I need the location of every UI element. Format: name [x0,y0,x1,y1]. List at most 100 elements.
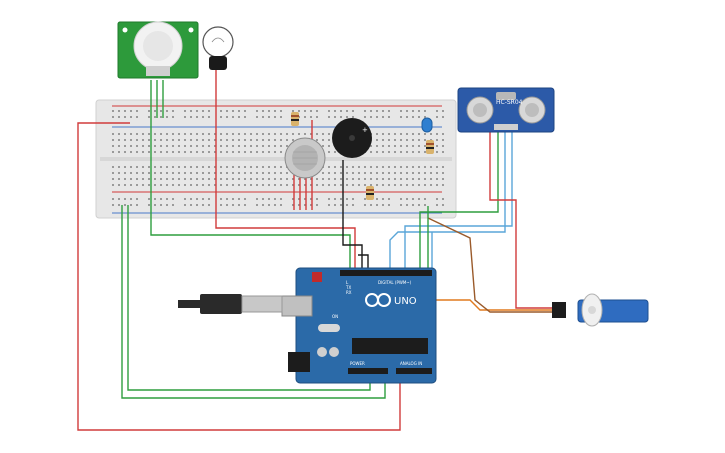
arduino-uno[interactable]: UNO DIGITAL (PWM~) POWER ANALOG IN TX RX… [281,267,437,384]
breadboard-hole [346,198,348,200]
led-icon[interactable] [421,117,433,133]
wire-red-ultra [489,130,560,309]
breadboard-hole [400,172,402,174]
breadboard-hole [340,178,342,180]
breadboard-hole [250,133,252,135]
resistor [291,112,299,126]
reset-button[interactable] [312,272,322,282]
breadboard-hole [274,178,276,180]
breadboard-hole [358,184,360,186]
breadboard-hole [166,178,168,180]
breadboard-hole [208,133,210,135]
breadboard-hole [172,198,174,200]
breadboard-hole [148,204,150,206]
breadboard-hole [340,204,342,206]
power-header-label: POWER [350,361,365,366]
breadboard-hole [424,133,426,135]
wire-red-power-loop [77,122,401,431]
buzzer-icon[interactable]: + [332,118,372,158]
breadboard-hole [346,184,348,186]
breadboard-hole [130,166,132,168]
breadboard-hole [238,172,240,174]
breadboard-hole [262,145,264,147]
breadboard-hole [142,133,144,135]
breadboard-hole [412,204,414,206]
breadboard-hole [160,116,162,118]
breadboard-hole [250,145,252,147]
wire-black-buzzer [342,160,363,272]
breadboard-hole [316,198,318,200]
breadboard-hole [148,116,150,118]
arduino-model-label: UNO [394,296,417,307]
breadboard-hole [400,151,402,153]
breadboard-hole [166,133,168,135]
breadboard-hole [202,198,204,200]
breadboard-hole [220,116,222,118]
breadboard-hole [148,145,150,147]
breadboard-hole [232,110,234,112]
lightbulb-icon[interactable] [202,26,234,70]
breadboard-hole [400,166,402,168]
ultrasonic-sensor-icon[interactable]: HC-SR04 [457,87,555,133]
breadboard-hole [376,151,378,153]
breadboard-hole [262,172,264,174]
ultrasonic-model-label: HC-SR04 [496,99,523,106]
breadboard-hole [442,116,444,118]
analog-header [396,368,432,374]
breadboard-hole [166,198,168,200]
breadboard-hole [196,204,198,206]
breadboard-hole [112,204,114,206]
breadboard-hole [148,110,150,112]
breadboard-hole [208,110,210,112]
gas-sensor-icon[interactable] [284,137,326,179]
wire-blue-1 [389,130,506,272]
breadboard-hole [166,184,168,186]
servo-icon[interactable] [552,293,649,327]
breadboard-hole [400,178,402,180]
breadboard-hole [148,166,150,168]
capacitor [329,347,339,357]
breadboard-hole [160,198,162,200]
breadboard-hole [202,204,204,206]
breadboard-hole [220,166,222,168]
pir-sensor[interactable] [117,21,199,79]
breadboard-hole [172,139,174,141]
breadboard-hole [142,151,144,153]
breadboard-hole [118,204,120,206]
breadboard-hole [292,204,294,206]
breadboard-hole [382,204,384,206]
breadboard-hole [208,184,210,186]
breadboard-hole [256,166,258,168]
breadboard-hole [370,116,372,118]
breadboard-hole [118,133,120,135]
breadboard-hole [190,172,192,174]
breadboard-hole [334,198,336,200]
breadboard-hole [130,151,132,153]
breadboard-hole [118,166,120,168]
breadboard-hole [112,166,114,168]
wire-pir-1 [150,80,351,272]
breadboard-hole [364,198,366,200]
breadboard-hole [418,172,420,174]
breadboard-hole [154,116,156,118]
breadboard-hole [172,166,174,168]
breadboard-hole [184,145,186,147]
breadboard-hole [286,178,288,180]
breadboard-hole [274,198,276,200]
breadboard-hole [370,204,372,206]
breadboard-hole [268,151,270,153]
breadboard-hole [124,145,126,147]
breadboard-hole [382,116,384,118]
breadboard-hole [334,178,336,180]
breadboard-hole [424,204,426,206]
breadboard-hole [166,172,168,174]
breadboard-hole [274,116,276,118]
breadboard-hole [316,184,318,186]
breadboard-hole [268,166,270,168]
breadboard-hole [400,110,402,112]
breadboard-hole [286,145,288,147]
breadboard-hole [382,178,384,180]
breadboard-hole [436,133,438,135]
breadboard-hole [226,110,228,112]
svg-text:+: + [362,126,368,134]
